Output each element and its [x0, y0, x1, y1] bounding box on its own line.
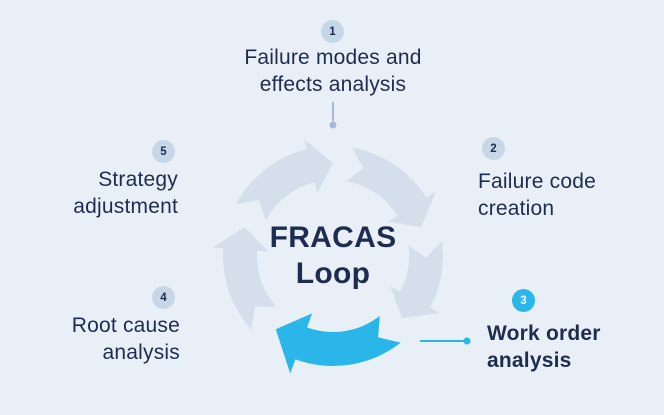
cycle-arrow-step-2 — [346, 147, 436, 228]
cycle-arrow-step-3 — [275, 313, 401, 374]
step-5-label: Strategy adjustment — [73, 168, 178, 218]
center-title-line1: FRACAS — [269, 221, 397, 254]
step-2-label: Failure code creation — [478, 170, 596, 220]
step-4-label: Root cause analysis — [71, 314, 180, 364]
cycle-arrow-step-4 — [212, 227, 277, 330]
step-3-label: Work order analysis — [487, 322, 601, 372]
connector-dot — [329, 121, 337, 129]
step-4-badge: 4 — [152, 286, 175, 309]
step-5-badge: 5 — [152, 140, 175, 163]
cycle-arrow-step-5 — [390, 240, 443, 319]
connector-dot — [463, 337, 471, 345]
diagram-center-title: FRACAS Loop — [233, 220, 433, 292]
center-title-line2: Loop — [295, 257, 371, 290]
step-2-badge: 2 — [482, 137, 505, 160]
step-3-badge: 3 — [512, 289, 535, 312]
cycle-arrow-step-1 — [235, 138, 333, 221]
step-1-badge: 1 — [321, 20, 344, 43]
step-1-label: Failure modes and effects analysis — [244, 46, 422, 96]
